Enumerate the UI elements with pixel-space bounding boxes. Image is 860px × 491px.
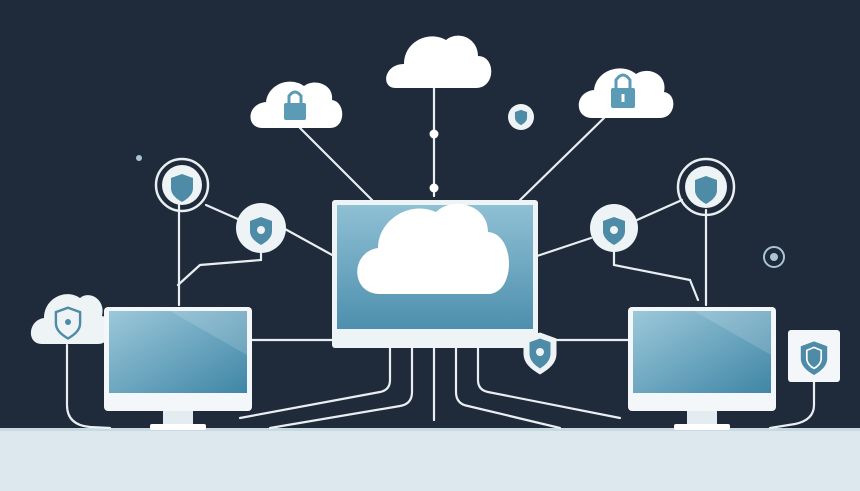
left-monitor [104,307,252,430]
decor-ring [763,246,785,268]
shield-badge-small [508,104,534,130]
shield-badge-right-inner [590,204,638,252]
shield-icon [523,332,557,375]
lock-icon [284,90,306,120]
lock-cloud-right [578,68,674,118]
cloud-icon [357,203,509,294]
lock-icon [611,73,635,108]
shield-badge-left-inner [236,203,286,253]
connector-lines [65,86,816,430]
top-cloud [386,35,492,193]
shield-card-right [788,330,840,382]
shield-badge-left-outer [154,157,210,213]
shield-badge-right-outer [676,157,736,217]
right-monitor [628,307,776,430]
shield-cloud-far-left [30,294,111,344]
decor-dot [136,155,142,161]
lock-cloud-left [250,81,343,128]
central-monitor [332,200,538,348]
floor [0,428,860,491]
